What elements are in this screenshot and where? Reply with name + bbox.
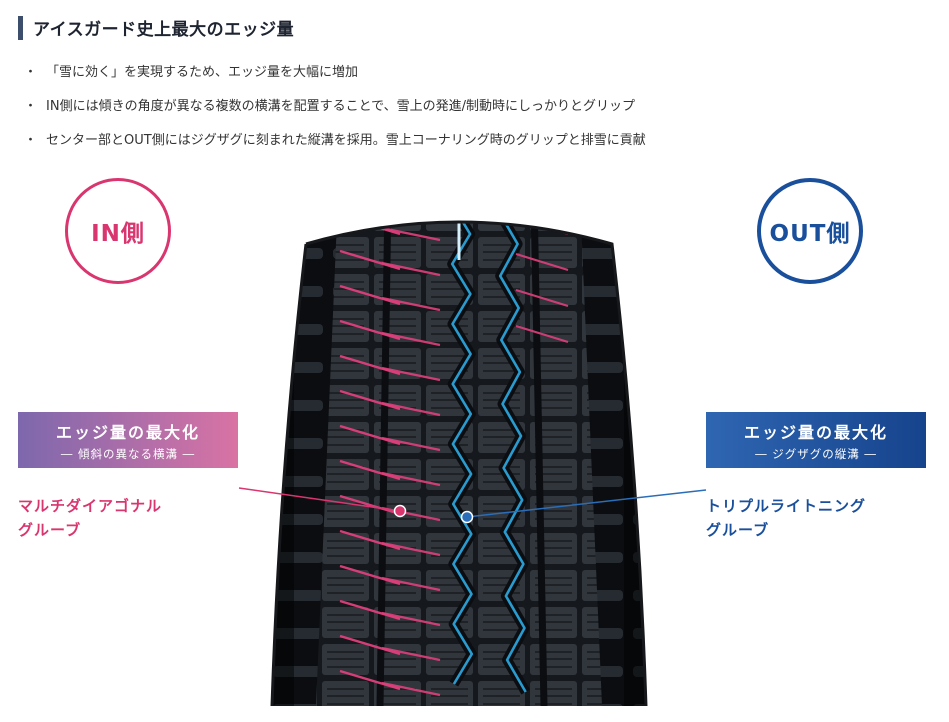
- tread-groove-right: [530, 222, 548, 706]
- tire-tread-image: [270, 220, 648, 706]
- out-side-label: OUT側: [769, 221, 851, 247]
- tire-outline: [270, 220, 648, 706]
- right-feature-line1: トリプルライトニング: [706, 497, 867, 515]
- in-side-badge: IN側: [65, 178, 171, 284]
- left-callout-title: エッジ量の最大化: [55, 422, 200, 442]
- right-edge-shadow: [624, 222, 646, 706]
- right-callout-box: エッジ量の最大化 ― ジグザグの縦溝 ―: [706, 412, 926, 468]
- bullet-list: 「雪に効く」を実現するため、エッジ量を大幅に増加 IN側には傾きの角度が異なる複…: [24, 63, 646, 165]
- bullet-text: センター部とOUT側にはジグザグに刻まれた縦溝を採用。雪上コーナリング時のグリッ…: [46, 133, 646, 148]
- left-edge-shadow: [272, 222, 294, 706]
- page-title: アイスガード史上最大のエッジ量: [33, 20, 295, 40]
- bullet-text: IN側には傾きの角度が異なる複数の横溝を配置することで、雪上の発進/制動時にしっ…: [46, 99, 636, 114]
- zigzag-grooves-highlight: [450, 222, 527, 693]
- left-callout-subtitle: ― 傾斜の異なる横溝 ―: [60, 446, 196, 461]
- bullet-text: 「雪に効く」を実現するため、エッジ量を大幅に増加: [46, 65, 359, 80]
- left-callout-box: エッジ量の最大化 ― 傾斜の異なる横溝 ―: [18, 412, 238, 468]
- title-accent-bar: [18, 15, 23, 40]
- right-callout-title: エッジ量の最大化: [743, 422, 888, 442]
- bullet-item: センター部とOUT側にはジグザグに刻まれた縦溝を採用。雪上コーナリング時のグリッ…: [24, 131, 646, 150]
- right-callout-subtitle: ― ジグザグの縦溝 ―: [755, 446, 877, 461]
- out-side-badge: OUT側: [757, 178, 863, 284]
- left-feature-name: マルチダイアゴナル グルーブ: [18, 494, 162, 542]
- left-feature-line1: マルチダイアゴナル: [18, 497, 163, 515]
- in-side-label: IN側: [91, 221, 145, 247]
- right-feature-name: トリプルライトニング グルーブ: [706, 494, 866, 542]
- section-header: アイスガード史上最大のエッジ量: [18, 15, 294, 40]
- right-feature-line2: グルーブ: [706, 521, 770, 539]
- bullet-item: 「雪に効く」を実現するため、エッジ量を大幅に増加: [24, 63, 646, 82]
- tread-groove-left: [376, 222, 392, 706]
- left-feature-line2: グルーブ: [18, 521, 82, 539]
- bullet-item: IN側には傾きの角度が異なる複数の横溝を配置することで、雪上の発進/制動時にしっ…: [24, 97, 646, 116]
